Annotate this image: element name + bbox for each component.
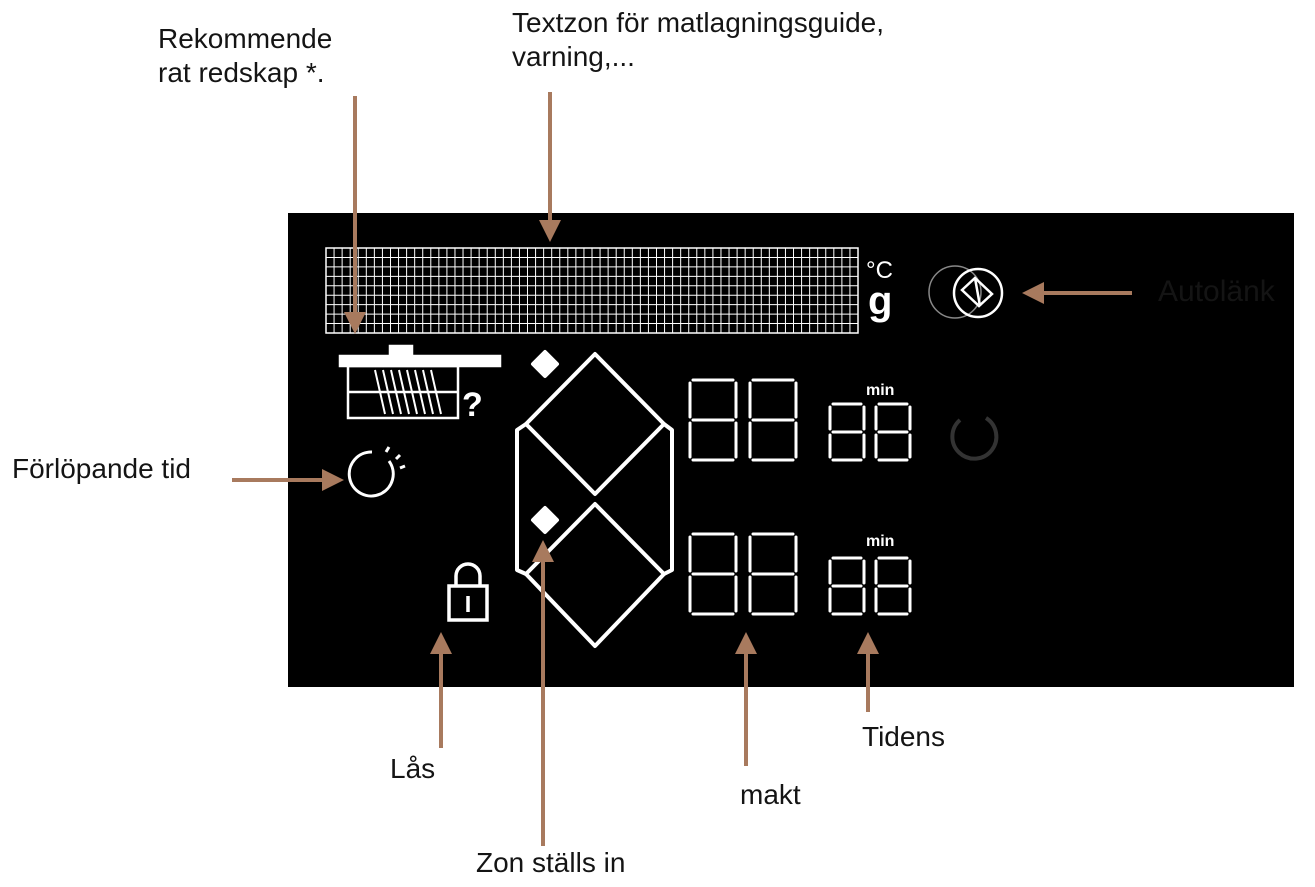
- zone-selector: [515, 350, 674, 648]
- pan-icon: [338, 344, 502, 420]
- arrow-timer: [857, 632, 879, 712]
- arrow-autolink: [1022, 282, 1132, 304]
- callout-arrows: [232, 92, 1132, 846]
- elapsed-time-icon: [347, 446, 406, 498]
- segment-digits: [688, 378, 912, 616]
- arrow-recommended-utensil: [344, 96, 366, 334]
- text-zone-matrix: [325, 247, 859, 334]
- label-power: makt: [740, 779, 801, 810]
- celsius-unit: °C: [866, 257, 893, 284]
- label-lock: Lås: [390, 753, 436, 784]
- label-timer: Tidens: [862, 721, 946, 752]
- timer-ring-icon: [950, 416, 999, 461]
- label-zone-setting: Zon ställs in: [476, 847, 626, 878]
- min-top-label: min: [866, 382, 894, 399]
- min-bottom-label: min: [866, 533, 894, 550]
- arrow-zone-setting: [532, 540, 554, 846]
- timer-bottom-digit-1: [828, 556, 866, 616]
- label-elapsed-time: Förlöpande tid: [12, 453, 192, 484]
- arrow-text-zone: [539, 92, 561, 242]
- timer-bottom-digit-2: [874, 556, 912, 616]
- label-recommended-utensil: Rekommende rat redskap *.: [158, 23, 333, 88]
- autolink-icon: [928, 265, 1004, 319]
- power-top-digit-2: [748, 378, 798, 462]
- gram-unit: g: [868, 279, 892, 323]
- question-mark: ?: [462, 386, 483, 424]
- label-text-zone: Textzon för matlagningsguide, varning,..…: [512, 7, 884, 72]
- lock-icon: [447, 562, 489, 622]
- power-bottom-digit-1: [688, 532, 738, 616]
- arrow-lock: [430, 632, 452, 748]
- label-autolink: Autolänk: [1158, 275, 1275, 308]
- power-bottom-digit-2: [748, 532, 798, 616]
- power-top-digit-1: [688, 378, 738, 462]
- arrow-elapsed-time: [232, 469, 344, 491]
- timer-top-digit-1: [828, 402, 866, 462]
- timer-top-digit-2: [874, 402, 912, 462]
- arrow-power: [735, 632, 757, 766]
